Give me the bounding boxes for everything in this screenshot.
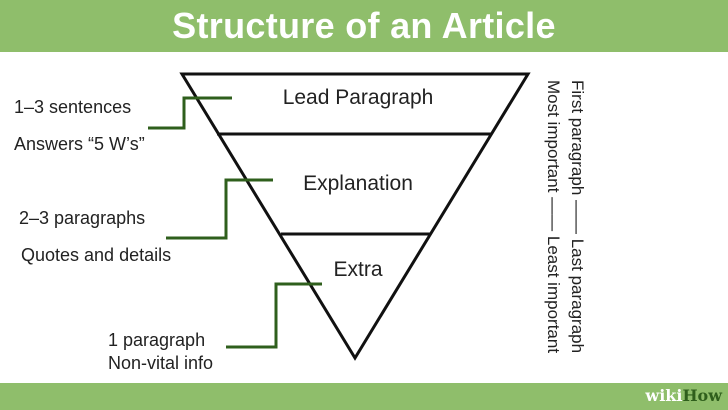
note-lead-2: Answers “5 W’s” [14,134,145,154]
section-label-explanation: Explanation [303,172,413,195]
page-title: Structure of an Article [172,5,556,46]
note-lead-1: 1–3 sentences [14,97,132,117]
connector-extra [226,282,322,349]
note-extra-2: Non-vital info [108,353,214,373]
connector-explanation [166,178,273,240]
section-label-lead: Lead Paragraph [282,86,434,109]
pyramid-outline [179,72,531,361]
note-explanation-2: Quotes and details [21,245,172,265]
section-label-extra: Extra [333,258,383,281]
title-bar: Structure of an Article [0,0,728,52]
wikihow-logo: wikiHow [645,386,722,405]
note-explanation-1: 2–3 paragraphs [19,208,146,228]
side-label-position: First paragraph —— Last paragraph [568,80,587,354]
note-extra-1: 1 paragraph [108,330,206,350]
footer-bar: wikiHow [0,383,728,410]
side-label-importance: Most important —— Least important [544,80,563,354]
connector-lead [148,96,232,130]
